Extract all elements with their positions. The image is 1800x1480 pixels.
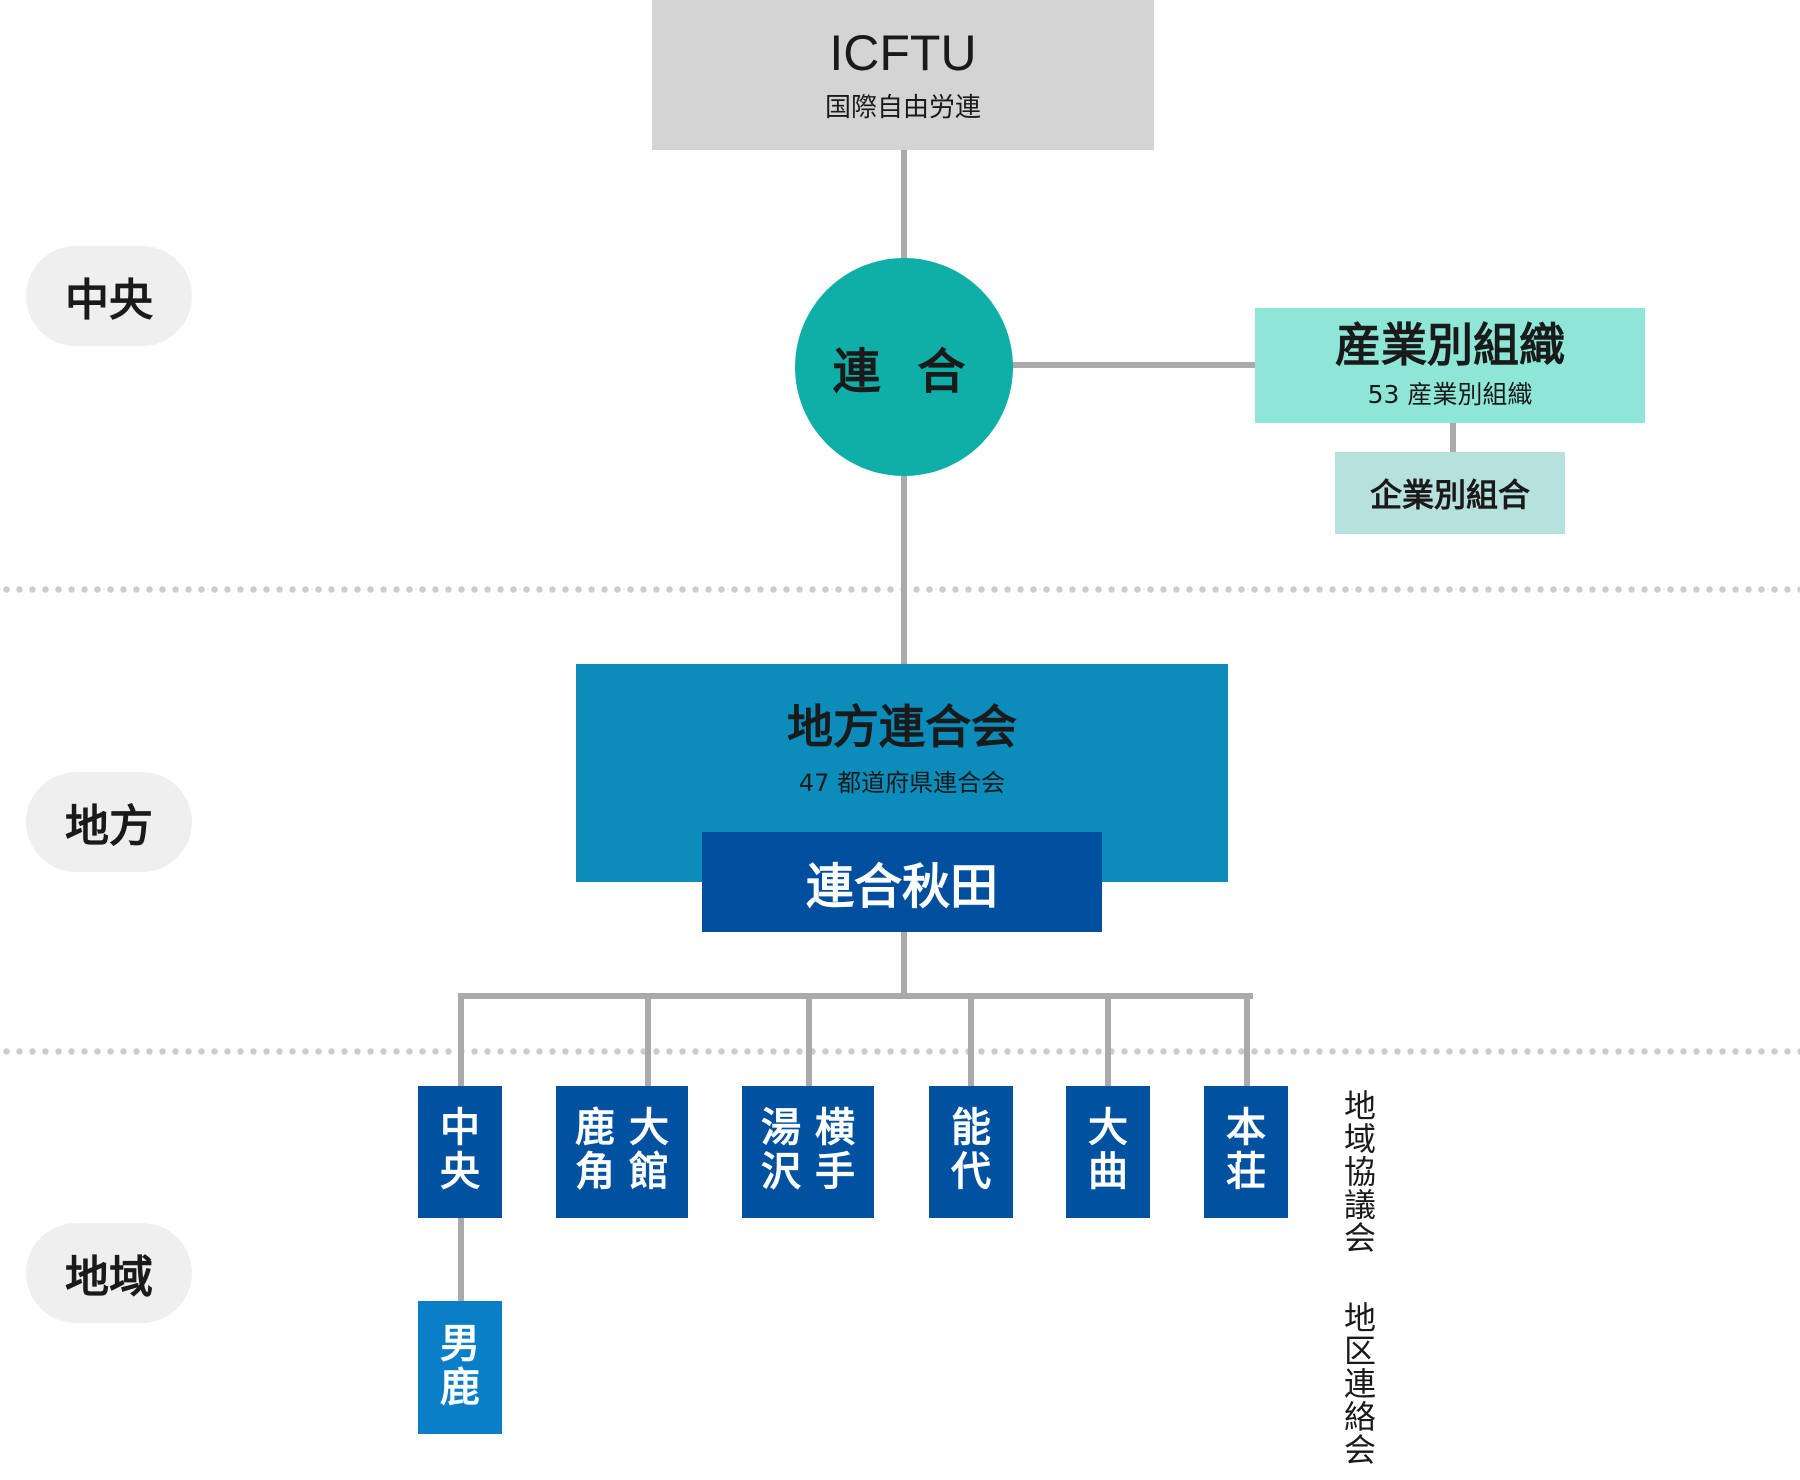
vertical-char: 湯 bbox=[761, 1105, 801, 1151]
vertical-char: 能 bbox=[951, 1105, 991, 1151]
enterprise-union-box: 企業別組合 bbox=[1335, 452, 1565, 534]
industrial-org-subtitle: 53 産業別組織 bbox=[1367, 379, 1533, 409]
vertical-char: 大 bbox=[629, 1105, 669, 1151]
connector-akita-trunk bbox=[901, 932, 907, 998]
council-chuo: 中央 bbox=[418, 1086, 502, 1218]
vertical-char: 地 bbox=[1343, 1087, 1376, 1125]
council-yokote-yuzawa: 横手 湯沢 bbox=[742, 1086, 874, 1218]
vertical-char: 角 bbox=[575, 1149, 615, 1195]
district-oga: 男鹿 bbox=[418, 1301, 502, 1434]
vertical-char: 大 bbox=[1088, 1105, 1128, 1151]
vertical-char: 荘 bbox=[1226, 1149, 1266, 1195]
vertical-char: 横 bbox=[815, 1105, 855, 1151]
council-honjo: 本荘 bbox=[1204, 1086, 1288, 1218]
connector-drop-chuo bbox=[458, 993, 464, 1088]
rengo-label: 連 合 bbox=[832, 344, 976, 400]
council-omagari-col: 大曲 bbox=[1088, 1108, 1128, 1196]
vertical-char: 沢 bbox=[761, 1149, 801, 1195]
connector-icftu-rengo bbox=[901, 150, 907, 260]
connector-rengo-prefectural bbox=[901, 470, 907, 666]
level-label-central: 中央 bbox=[26, 246, 192, 346]
vertical-char: 手 bbox=[815, 1149, 855, 1195]
council-odate-kazuno: 大館 鹿角 bbox=[556, 1086, 688, 1218]
connector-chuo-oga bbox=[458, 1216, 464, 1301]
council-yuzawa-col: 湯沢 bbox=[761, 1108, 801, 1196]
vertical-char: 館 bbox=[629, 1149, 669, 1195]
council-odate-col: 大館 bbox=[629, 1108, 669, 1196]
vertical-char: 男 bbox=[440, 1320, 480, 1367]
vertical-char: 会 bbox=[1343, 1431, 1376, 1469]
council-noshiro: 能代 bbox=[929, 1086, 1013, 1218]
vertical-char: 地 bbox=[1343, 1299, 1376, 1337]
icftu-title: ICFTU bbox=[829, 25, 977, 81]
council-noshiro-col: 能代 bbox=[951, 1108, 991, 1196]
vertical-char: 代 bbox=[951, 1149, 991, 1195]
note-regional-council: 地域協議会 bbox=[1340, 1090, 1380, 1255]
vertical-char: 鹿 bbox=[440, 1364, 480, 1411]
industrial-org-title: 産業別組織 bbox=[1335, 318, 1565, 373]
icftu-subtitle: 国際自由労連 bbox=[824, 93, 981, 123]
icftu-box: ICFTU 国際自由労連 bbox=[652, 0, 1154, 150]
vertical-char: 協 bbox=[1343, 1153, 1376, 1191]
vertical-char: 域 bbox=[1343, 1120, 1376, 1158]
level-label-regional: 地方 bbox=[26, 772, 192, 872]
vertical-char: 連 bbox=[1343, 1365, 1376, 1403]
separator-central-regional bbox=[0, 586, 1800, 593]
rengo-akita-label: 連合秋田 bbox=[805, 859, 998, 915]
council-chuo-col-1: 中央 bbox=[440, 1108, 480, 1196]
rengo-circle: 連 合 bbox=[795, 258, 1013, 476]
vertical-char: 中 bbox=[440, 1105, 480, 1151]
vertical-char: 議 bbox=[1343, 1186, 1376, 1224]
district-oga-col: 男鹿 bbox=[440, 1324, 480, 1412]
vertical-char: 絡 bbox=[1343, 1398, 1376, 1436]
connector-drop-odate bbox=[645, 993, 651, 1088]
connector-industrial-enterprise bbox=[1450, 423, 1456, 453]
note-district-liaison: 地区連絡会 bbox=[1340, 1302, 1380, 1467]
vertical-char: 本 bbox=[1226, 1105, 1266, 1151]
rengo-akita-box: 連合秋田 bbox=[702, 832, 1102, 932]
prefectural-federation-title: 地方連合会 bbox=[787, 700, 1017, 754]
separator-regional-local bbox=[0, 1048, 1800, 1055]
vertical-char: 会 bbox=[1343, 1219, 1376, 1257]
connector-drop-honjo bbox=[1244, 993, 1250, 1088]
vertical-char: 曲 bbox=[1088, 1149, 1128, 1195]
vertical-char: 鹿 bbox=[575, 1105, 615, 1151]
prefectural-federation-subtitle: 47 都道府県連合会 bbox=[798, 768, 1006, 797]
enterprise-union-label: 企業別組合 bbox=[1369, 476, 1530, 514]
vertical-char: 央 bbox=[440, 1149, 480, 1195]
level-label-local: 地域 bbox=[26, 1223, 192, 1323]
council-yokote-col: 横手 bbox=[815, 1108, 855, 1196]
council-kazuno-col: 鹿角 bbox=[575, 1108, 615, 1196]
connector-drop-omagari bbox=[1105, 993, 1111, 1088]
connector-drop-yokote bbox=[806, 993, 812, 1088]
vertical-char: 区 bbox=[1343, 1332, 1376, 1370]
industrial-org-box: 産業別組織 53 産業別組織 bbox=[1255, 308, 1645, 423]
council-omagari: 大曲 bbox=[1066, 1086, 1150, 1218]
council-honjo-col: 本荘 bbox=[1226, 1108, 1266, 1196]
connector-council-bus bbox=[458, 993, 1253, 999]
connector-rengo-industrial bbox=[1010, 362, 1260, 368]
connector-drop-noshiro bbox=[968, 993, 974, 1088]
